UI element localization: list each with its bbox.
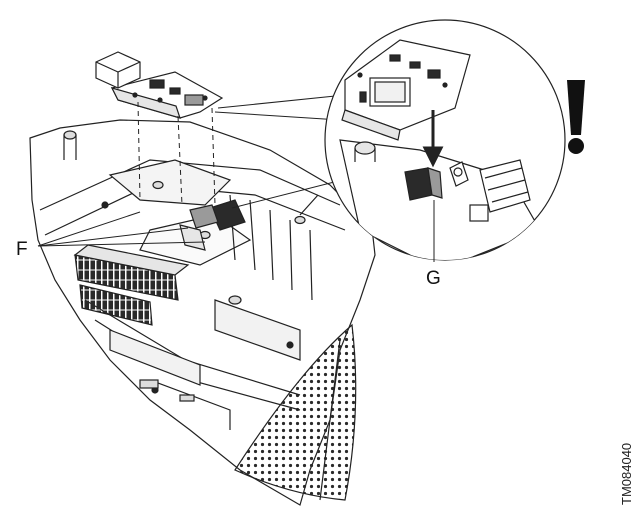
terminal-block-lower <box>79 284 153 326</box>
callout-f: F <box>16 211 206 260</box>
module-board <box>95 51 224 119</box>
zoom-socket <box>404 167 433 201</box>
zoom-leader-lines <box>214 94 351 209</box>
connector-block <box>179 199 246 251</box>
zoom-stud <box>354 141 376 155</box>
control-box-housing <box>29 119 376 506</box>
callout-g-label: G <box>426 268 441 289</box>
terminal-block-upper <box>73 244 190 301</box>
insert-arrow <box>422 110 444 168</box>
svg-text:!: ! <box>0 0 1 1</box>
callout-f-leaders <box>37 211 206 247</box>
callout-f-label: F <box>16 239 28 260</box>
document-number: TM084040 <box>619 443 634 505</box>
warning-exclamation-icon: ! <box>0 0 585 154</box>
mounting-guide-lines <box>137 101 216 206</box>
callout-g: G <box>426 200 441 289</box>
detail-zoom-circle <box>324 19 566 261</box>
